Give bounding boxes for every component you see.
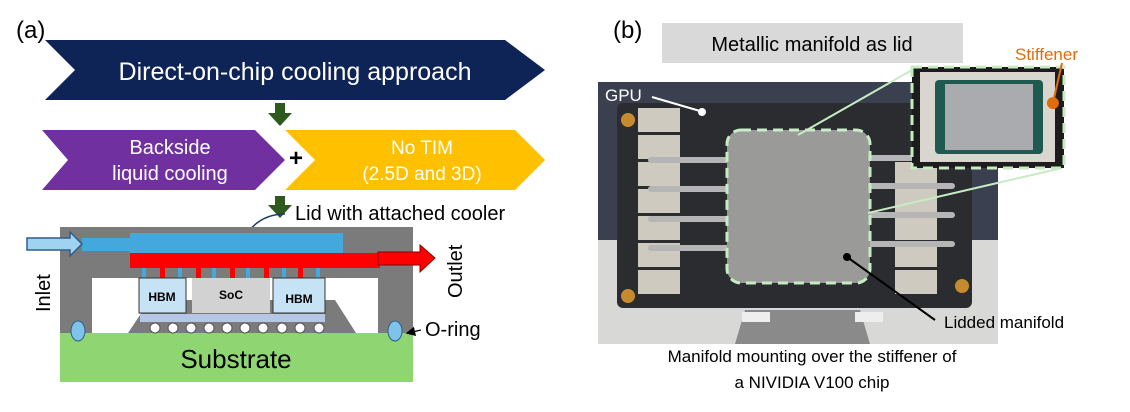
substrate [60, 333, 413, 382]
panel-b-label: (b) [613, 17, 642, 44]
stiffener-label: Stiffener [1015, 45, 1078, 64]
outlet-manifold [130, 253, 380, 268]
lidded-manifold [725, 128, 872, 285]
inlet-arrow-icon [26, 230, 84, 258]
o-ring-left [70, 320, 86, 342]
soc-chip [192, 278, 270, 313]
caption-line: a NIVIDIA V100 chip [735, 373, 890, 392]
stiffener-inset [910, 65, 1066, 170]
package-cross-section: HBM SoC HBM [60, 227, 413, 382]
caption-line: Manifold mounting over the stiffener of [668, 347, 957, 366]
lid-label: Lid with attached cooler [295, 203, 505, 225]
gpu-label: GPU [605, 86, 642, 105]
hbm-label: HBM [148, 290, 175, 304]
plus-sign: + [289, 145, 303, 172]
down-arrow-icon [268, 196, 292, 218]
soc-label: SoC [219, 288, 243, 302]
no-tim-chevron: No TIM (2.5D and 3D) [285, 130, 545, 190]
outlet-arrow-icon [377, 243, 436, 274]
o-ring-right [387, 320, 403, 342]
chevron-text: (2.5D and 3D) [362, 164, 481, 185]
chevron-text: Backside [129, 137, 210, 159]
panel-a: (a) Direct-on-chip cooling approach Back… [16, 17, 545, 382]
panel-a-label: (a) [16, 17, 45, 44]
solder-bumps [149, 322, 325, 334]
inlet-label: Inlet [33, 274, 55, 312]
title-chevron: Direct-on-chip cooling approach [45, 40, 545, 100]
hbm-label: HBM [285, 292, 312, 306]
coolant-channel [130, 233, 343, 253]
lidded-manifold-label: Lidded manifold [944, 313, 1064, 332]
hbm-chip-left [138, 277, 187, 314]
o-ring-label: O-ring [425, 319, 481, 341]
chevron-text: liquid cooling [112, 163, 228, 185]
outlet-label: Outlet [445, 244, 467, 298]
header-text: Metallic manifold as lid [711, 34, 912, 56]
hbm-chip-right [272, 277, 326, 314]
title-chevron-text: Direct-on-chip cooling approach [119, 58, 472, 86]
interposer [140, 314, 325, 322]
down-arrow-icon [268, 103, 292, 126]
header-box [662, 23, 963, 63]
panel-b: (b) Metallic manifold as lid [598, 17, 1078, 392]
backside-cooling-chevron: Backside liquid cooling [42, 130, 285, 190]
substrate-label: Substrate [180, 344, 291, 374]
chevron-text: No TIM [391, 138, 453, 159]
